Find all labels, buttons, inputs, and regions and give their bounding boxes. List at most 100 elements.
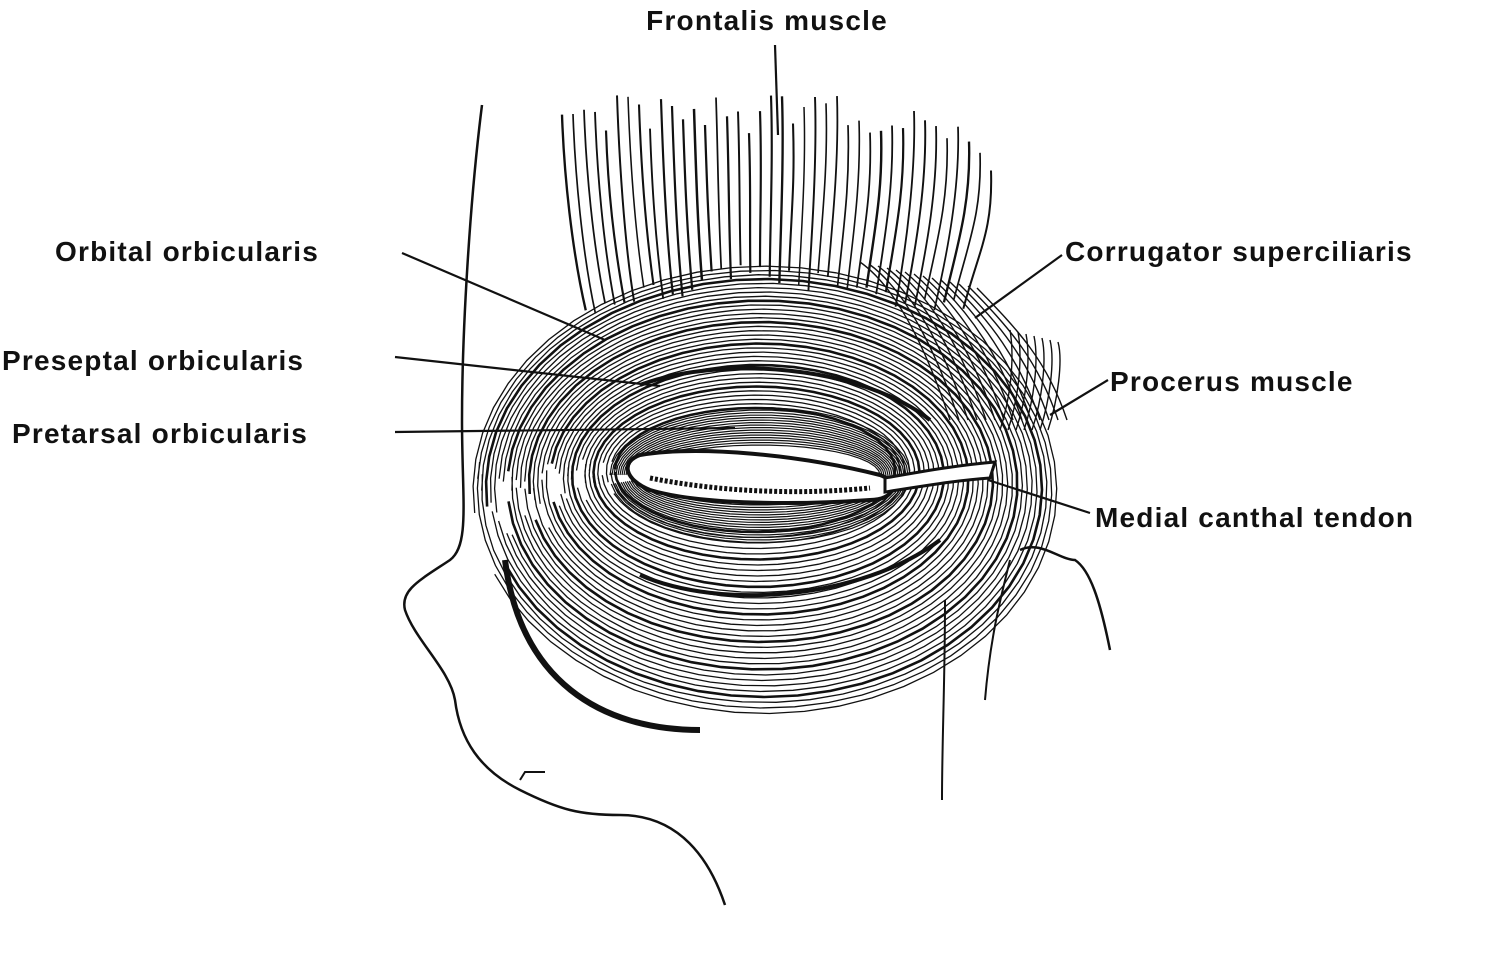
- muscle-fiber: [615, 414, 905, 536]
- label-medial-canthal-tendon: Medial canthal tendon: [1095, 502, 1414, 533]
- muscle-fiber: [611, 409, 909, 541]
- muscle-fiber: [649, 128, 665, 300]
- muscle-fiber: [797, 107, 806, 286]
- muscle-fiber: [670, 105, 684, 297]
- muscle-fiber: [703, 124, 713, 272]
- muscle-fiber: [865, 130, 883, 288]
- muscle-fiber: [572, 113, 597, 314]
- muscle-fiber: [631, 434, 889, 516]
- muscle-fiber: [859, 261, 951, 421]
- muscle-fiber: [1047, 341, 1061, 431]
- muscle-fiber: [967, 285, 1059, 421]
- muscle-fiber: [1015, 333, 1029, 431]
- muscle-fiber: [962, 170, 993, 309]
- muscle-fiber: [836, 125, 850, 288]
- muscle-fiber: [621, 421, 899, 529]
- muscle-fiber: [629, 432, 891, 519]
- muscle-fiber: [855, 132, 872, 288]
- medial-canthal-tendon-shape: [883, 460, 998, 494]
- label-preseptal-orbicularis: Preseptal orbicularis: [2, 345, 304, 376]
- muscle-fiber: [481, 274, 1048, 703]
- muscle-fiber: [886, 267, 978, 421]
- muscle-fiber: [511, 304, 1013, 665]
- label-orbital-orbicularis: Orbital orbicularis: [55, 236, 319, 267]
- muscle-fiber: [913, 126, 938, 306]
- muscle-fiber: [639, 366, 932, 422]
- muscle-fiber: [747, 133, 752, 273]
- muscle-fiber: [560, 114, 587, 311]
- muscle-fiber: [952, 152, 982, 301]
- muscle-fiber: [617, 416, 903, 534]
- label-corrugator-superciliaris: Corrugator superciliaris: [1065, 236, 1413, 267]
- muscle-fiber: [639, 538, 942, 598]
- muscle-fiber: [493, 286, 1033, 687]
- leader-lines: [394, 44, 1109, 515]
- muscle-fiber: [519, 312, 1004, 654]
- muscle-fiber: [931, 277, 1023, 421]
- muscle-fiber: [933, 126, 960, 311]
- muscle-fiber: [807, 96, 817, 291]
- muscle-fiber: [627, 429, 893, 521]
- muscle-fiber: [537, 330, 984, 632]
- muscle-fiber: [597, 390, 916, 555]
- muscle-fiber: [659, 99, 674, 295]
- muscle-fiber: [502, 295, 1024, 676]
- muscle-fiber: [894, 110, 916, 307]
- muscle-fiber: [625, 427, 895, 524]
- muscle-fiber: [868, 263, 960, 421]
- muscle-fiber: [609, 407, 911, 544]
- muscle-fiber: [524, 317, 999, 649]
- muscle-fiber: [922, 275, 1014, 421]
- muscle-fiber: [817, 103, 828, 274]
- muscle-fiber: [768, 95, 773, 277]
- muscle-fiber: [1039, 339, 1053, 431]
- muscle-fiber: [976, 287, 1068, 421]
- muscle-fiber: [604, 130, 626, 303]
- muscle-fiber: [637, 104, 655, 286]
- muscle-fiber: [1023, 335, 1037, 431]
- palpebral-fissure: [625, 449, 998, 505]
- muscle-fiber: [592, 385, 921, 561]
- muscle-fiber: [778, 96, 784, 284]
- muscle-fiber: [681, 119, 694, 290]
- muscle-fiber: [541, 334, 979, 627]
- muscle-fiber: [999, 329, 1013, 431]
- muscle-fiber: [737, 111, 742, 266]
- muscle-fiber: [923, 138, 949, 300]
- corrugator-fibers: [859, 261, 1068, 431]
- muscle-fiber: [616, 95, 636, 302]
- muscle-fiber: [545, 338, 974, 621]
- muscle-fiber: [633, 437, 887, 513]
- muscle-fiber: [826, 96, 839, 278]
- muscle-fiber: [904, 271, 996, 421]
- muscle-fiber: [942, 141, 971, 303]
- muscle-fiber: [498, 291, 1028, 682]
- muscle-fiber: [506, 299, 1019, 671]
- muscle-fiber: [846, 120, 861, 290]
- muscle-fiber: [476, 269, 1053, 709]
- muscle-fiber: [527, 320, 995, 644]
- muscle-fiber: [489, 282, 1038, 693]
- muscle-fiber: [613, 412, 907, 539]
- label-frontalis-muscle: Frontalis muscle: [646, 5, 888, 36]
- muscle-fiber: [895, 269, 987, 421]
- label-procerus-muscle: Procerus muscle: [1110, 366, 1354, 397]
- muscle-fiber: [502, 559, 701, 733]
- orbital-orbicularis-fibers: [472, 265, 1058, 733]
- muscle-fiber: [623, 424, 897, 526]
- muscle-fiber: [725, 116, 733, 280]
- face-outline: [402, 104, 1112, 906]
- muscle-fiber: [484, 277, 1044, 699]
- muscle-fiber: [594, 111, 616, 305]
- muscle-fiber: [949, 281, 1041, 421]
- muscle-fiber: [913, 273, 1005, 421]
- muscle-fiber: [1007, 331, 1021, 431]
- muscle-fiber: [1031, 337, 1045, 431]
- muscle-fiber: [758, 111, 762, 268]
- muscle-fiber: [472, 265, 1058, 715]
- muscle-fiber: [715, 97, 723, 270]
- muscle-fiber: [692, 108, 704, 280]
- muscle-fiber: [884, 128, 905, 293]
- muscle-fiber: [583, 109, 606, 304]
